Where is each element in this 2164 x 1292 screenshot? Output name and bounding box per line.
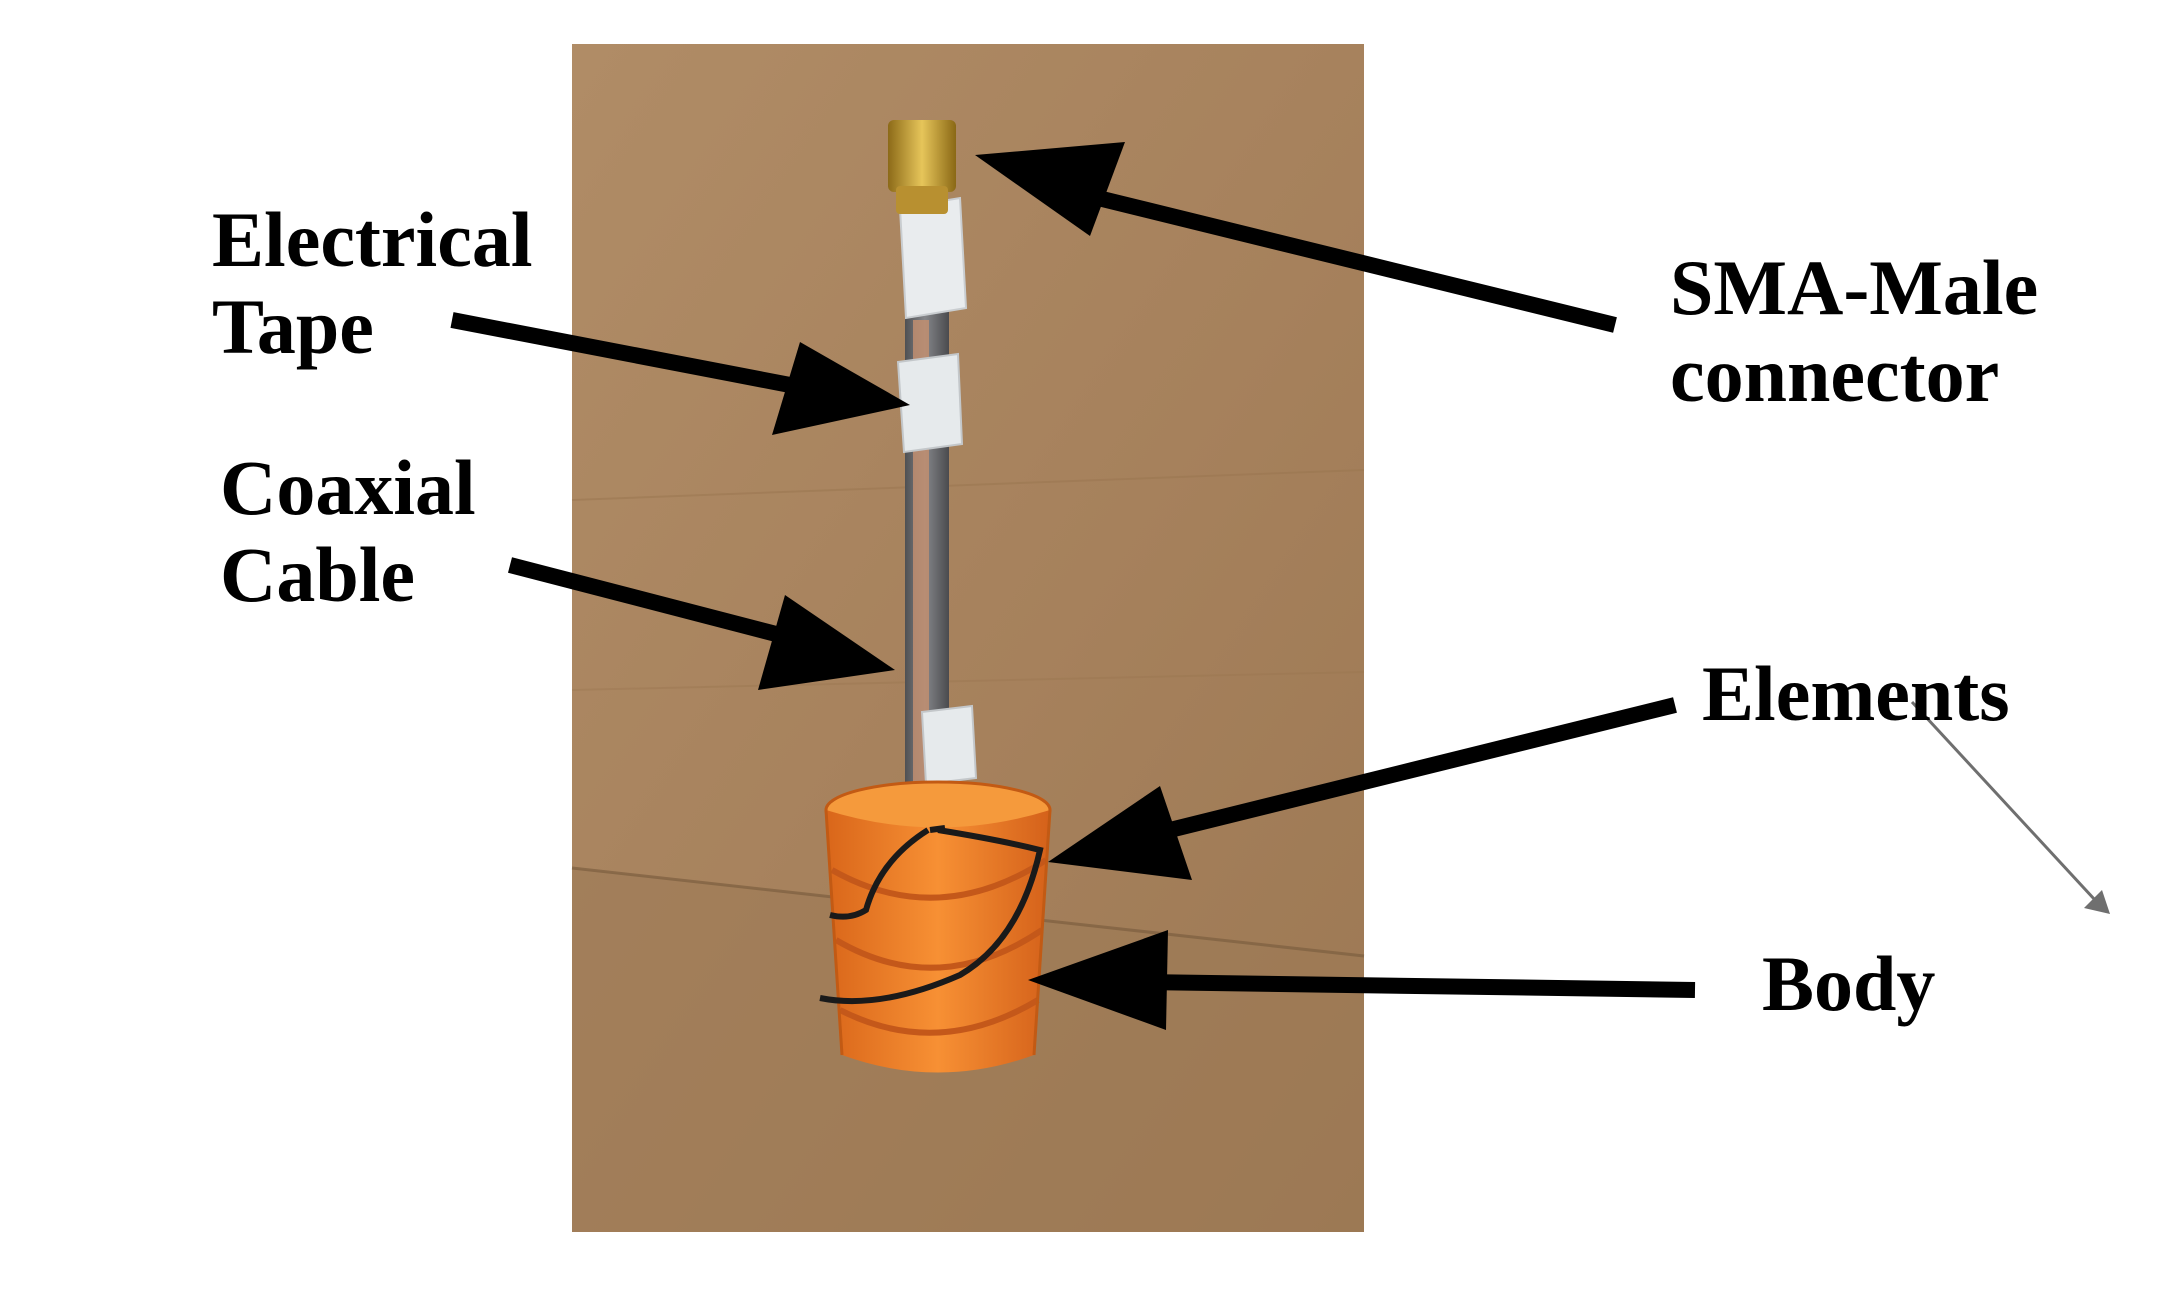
label-sma-connector: SMA-Male connector: [1670, 244, 2038, 419]
arrow-body: [1139, 974, 1696, 998]
sma-connector-body: [888, 120, 956, 192]
label-line: Electrical: [212, 196, 533, 283]
label-coaxial-cable: Coaxial Cable: [220, 444, 476, 619]
cardboard-line: [571, 671, 1365, 691]
tape-bottom: [920, 704, 978, 786]
tape-middle: [896, 352, 964, 454]
helical-elements: [819, 825, 1044, 1005]
label-line: Cable: [220, 531, 415, 619]
photo: [571, 44, 1365, 1232]
label-body: Body: [1762, 940, 1935, 1027]
arrow-coax: [507, 557, 783, 643]
arrow-sma: [1088, 188, 1617, 333]
annotation-arrows: [450, 142, 2110, 1030]
label-line: Coaxial: [220, 444, 476, 531]
tape-top: [898, 196, 968, 320]
arrow-tape: [450, 312, 792, 393]
thin-arrow: [1910, 700, 2097, 902]
arrow-tape-head: [772, 342, 910, 435]
label-electrical-tape: Electrical Tape: [212, 196, 533, 371]
sma-connector-nut: [896, 186, 948, 214]
label-line: Tape: [212, 283, 374, 371]
label-line: SMA-Male: [1670, 244, 2039, 331]
label-elements: Elements: [1702, 650, 2010, 737]
arrow-sma-head: [975, 142, 1125, 236]
label-line: connector: [1670, 331, 2000, 419]
cardboard-line: [571, 469, 1365, 501]
label-line: Body: [1762, 940, 1936, 1027]
antenna-body: [824, 780, 1052, 1073]
arrow-body-head: [1028, 930, 1168, 1030]
thin-arrow-head: [2084, 890, 2110, 914]
label-line: Elements: [1702, 650, 2010, 737]
arrow-elements-head: [1048, 786, 1192, 880]
arrow-elements: [1168, 697, 1677, 838]
arrow-coax-head: [758, 595, 895, 690]
